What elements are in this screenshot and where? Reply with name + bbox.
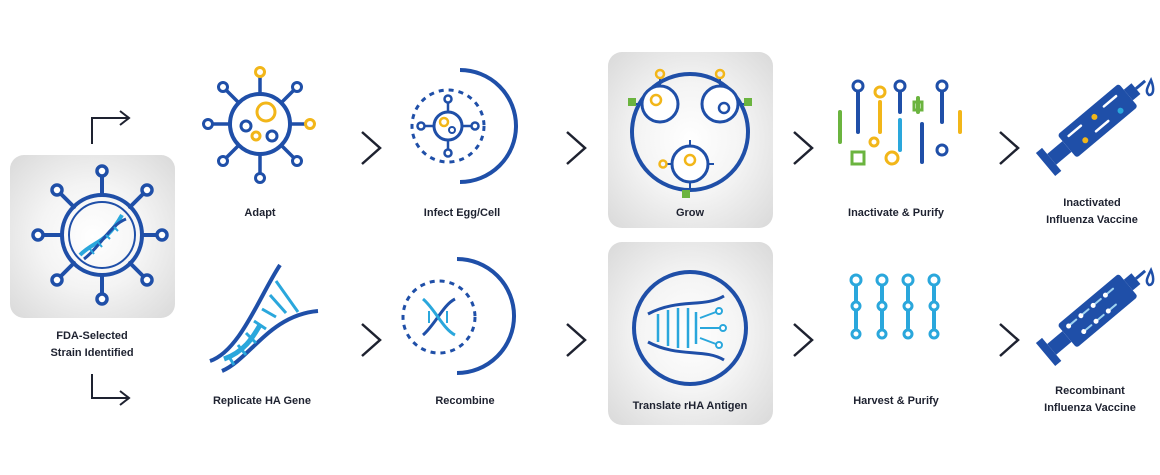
virus-dna-icon xyxy=(31,164,169,306)
branch-arrow-down xyxy=(88,372,136,412)
label-recombinant-line2: Influenza Vaccine xyxy=(1044,402,1136,414)
virus-adapt-icon xyxy=(198,62,323,187)
start-label-line2: Strain Identified xyxy=(50,347,134,359)
start-strain-icon-box xyxy=(10,155,175,318)
label-infect: Infect Egg/Cell xyxy=(423,207,501,219)
start-label: FDA-Selected Strain Identified xyxy=(50,328,133,362)
label-translate: Translate rHA Antigen xyxy=(632,400,748,412)
label-adapt: Adapt xyxy=(244,207,276,219)
label-inactivate: Inactivate & Purify xyxy=(848,207,944,219)
label-recombine: Recombine xyxy=(435,395,495,407)
chevron-right-icon xyxy=(358,128,384,168)
chevron-right-icon xyxy=(563,320,589,360)
inactivate-purify-icon xyxy=(832,72,962,182)
grow-cells-icon xyxy=(628,68,752,198)
label-inactivated-line1: Inactivated xyxy=(1063,197,1121,209)
recombine-icon xyxy=(395,255,520,380)
chevron-right-icon xyxy=(790,128,816,168)
branch-arrow-up xyxy=(88,108,136,148)
start-label-line1: FDA-Selected xyxy=(56,330,128,342)
chevron-right-icon xyxy=(563,128,589,168)
label-inactivated-vaccine: Inactivated Influenza Vaccine xyxy=(1046,195,1138,229)
label-grow: Grow xyxy=(675,207,705,219)
chevron-right-icon xyxy=(358,320,384,360)
harvest-purify-icon xyxy=(840,268,950,358)
syringe-inactivated-icon xyxy=(1035,58,1160,183)
label-recombinant-vaccine: Recombinant Influenza Vaccine xyxy=(1044,383,1136,417)
translate-icon-box xyxy=(608,242,773,425)
translate-antigen-icon xyxy=(632,270,748,386)
chevron-right-icon xyxy=(790,320,816,360)
chevron-right-icon xyxy=(996,320,1022,360)
syringe-recombinant-icon xyxy=(1035,248,1160,373)
dna-helix-icon xyxy=(200,255,320,375)
label-recombinant-line1: Recombinant xyxy=(1055,385,1125,397)
grow-icon-box xyxy=(608,52,773,228)
infect-egg-cell-icon xyxy=(400,62,525,187)
label-harvest: Harvest & Purify xyxy=(853,395,939,407)
label-inactivated-line2: Influenza Vaccine xyxy=(1046,214,1138,226)
label-replicate: Replicate HA Gene xyxy=(212,395,312,407)
chevron-right-icon xyxy=(996,128,1022,168)
